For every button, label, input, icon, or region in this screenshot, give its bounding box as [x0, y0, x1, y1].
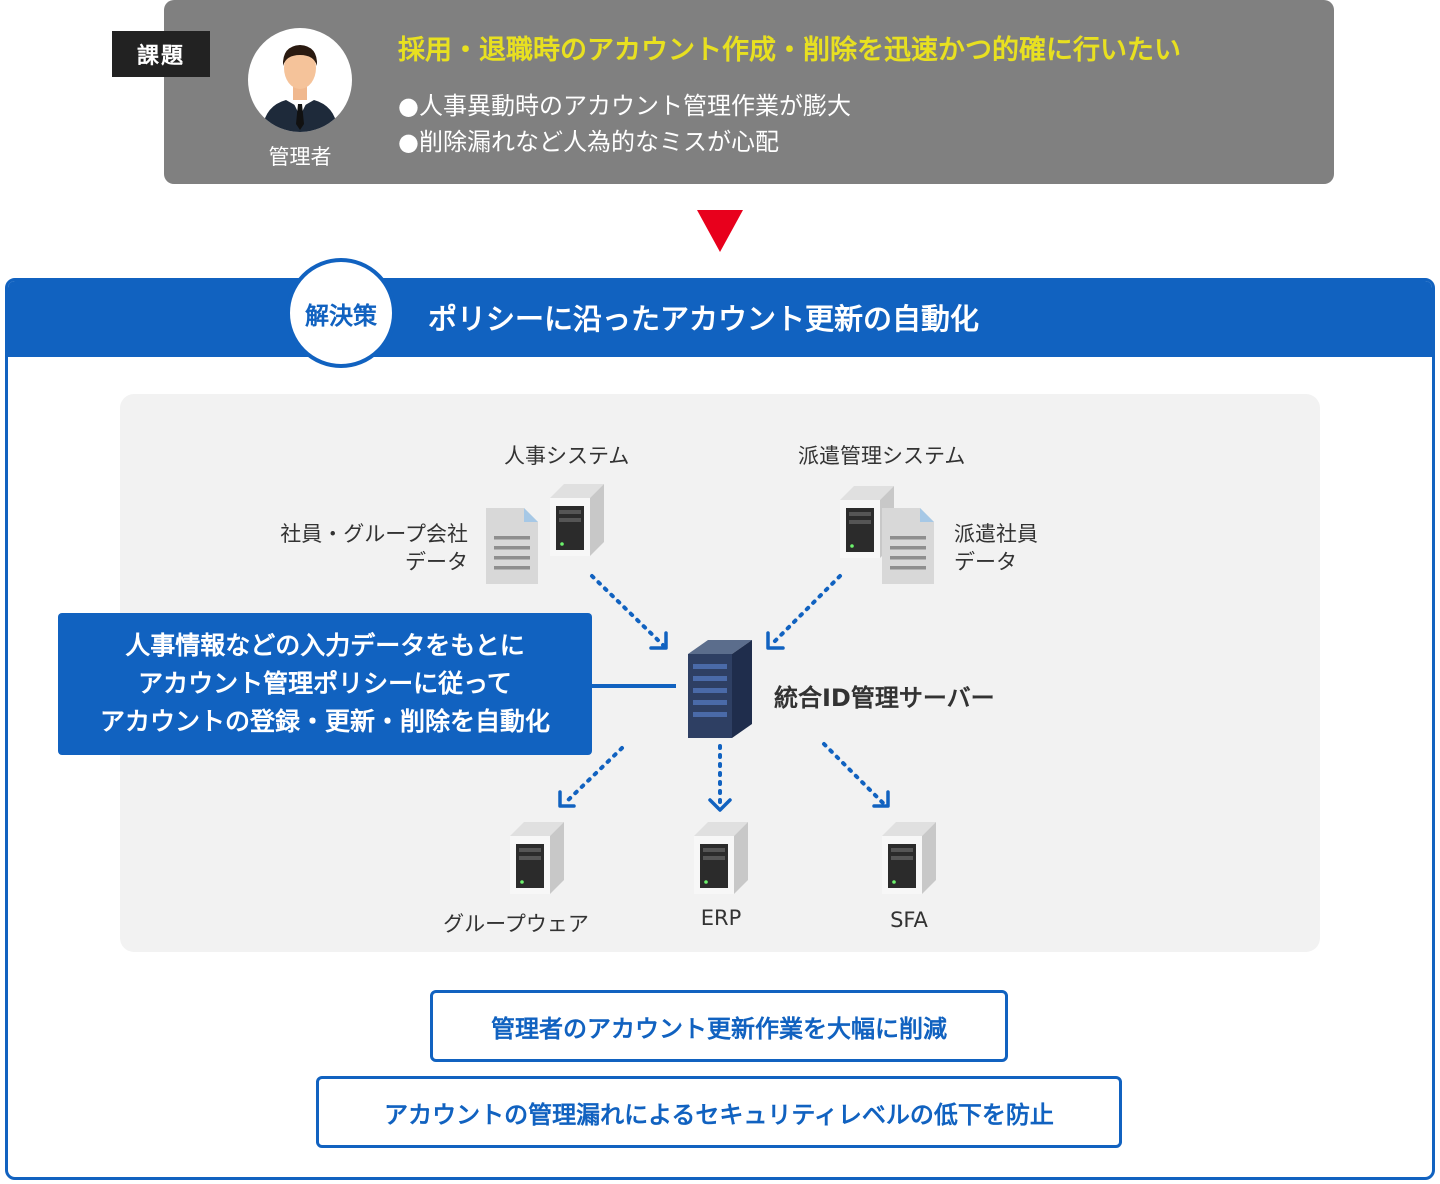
automation-callout: 人事情報などの入力データをもとに アカウント管理ポリシーに従って アカウントの登…: [58, 613, 592, 755]
problem-tag: 課題: [112, 31, 210, 77]
arrow-head-icon: [872, 790, 890, 808]
solution-header-bar: [8, 281, 1432, 357]
hr-system-server-icon: [550, 484, 604, 556]
callout-line: アカウント管理ポリシーに従って: [138, 669, 512, 698]
arrow-head-icon: [649, 631, 668, 650]
arrow-head-icon: [766, 631, 785, 650]
central-server-label: 統合ID管理サーバー: [774, 684, 995, 712]
employee-data-label: 社員・グループ会社: [280, 522, 468, 546]
sfa-label: SFA: [890, 908, 928, 932]
arrow-head-icon: [558, 790, 576, 808]
result-box: アカウントの管理漏れによるセキュリティレベルの低下を防止: [316, 1076, 1122, 1148]
dispatch-data-label: データ: [954, 550, 1017, 574]
dispatch-system-label: 派遣管理システム: [798, 444, 966, 468]
down-arrow-icon: [697, 210, 743, 252]
problem-item: ●人事異動時のアカウント管理作業が膨大: [398, 92, 851, 120]
employee-data-label: データ: [405, 550, 468, 574]
solution-title: ポリシーに沿ったアカウント更新の自動化: [428, 302, 980, 336]
solution-tag: 解決策: [286, 258, 396, 368]
result-box: 管理者のアカウント更新作業を大幅に削減: [430, 990, 1008, 1062]
erp-label: ERP: [700, 906, 742, 930]
problem-item: ●削除漏れなど人為的なミスが心配: [398, 128, 779, 156]
problem-panel: [164, 0, 1334, 184]
groupware-server-icon: [510, 822, 564, 894]
hr-system-label: 人事システム: [504, 444, 630, 468]
dispatch-data-document-icon: [882, 508, 934, 584]
problem-title: 採用・退職時のアカウント作成・削除を迅速かつ的確に行いたい: [398, 35, 1181, 66]
callout-line: アカウントの登録・更新・削除を自動化: [99, 707, 550, 736]
hr-data-document-icon: [486, 508, 538, 584]
dispatch-data-label: 派遣社員: [954, 522, 1038, 546]
sfa-server-icon: [882, 822, 936, 894]
admin-label: 管理者: [268, 145, 332, 169]
erp-server-icon: [694, 822, 748, 894]
admin-avatar-icon: [248, 28, 352, 132]
callout-connector: [592, 684, 676, 688]
arrow-head-icon: [708, 798, 732, 812]
groupware-label: グループウェア: [443, 912, 589, 936]
callout-line: 人事情報などの入力データをもとに: [125, 631, 525, 660]
central-id-server-icon: [688, 640, 752, 738]
